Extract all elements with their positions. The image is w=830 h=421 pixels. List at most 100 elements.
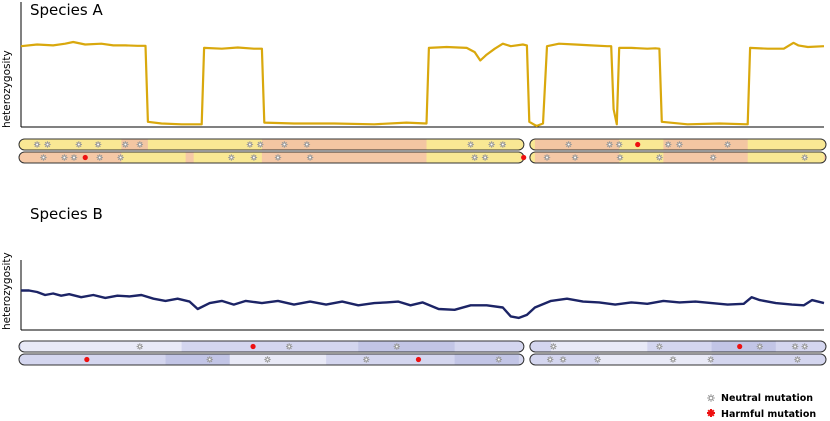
- species-a-haplotype-2-neutral-mutation-1: [61, 154, 68, 161]
- species-b-haplotype-2-segment-3: [599, 354, 712, 365]
- species-a-haplotype-2-harmful-mutation-12: [521, 154, 527, 161]
- species-b-haplotype-2-neutral-mutation-5: [495, 356, 502, 363]
- species-a-haplotype-1-neutral-mutation-5: [136, 141, 143, 148]
- species-a-haplotype-1-segment-3: [663, 139, 748, 150]
- species-a-haplotype-2-neutral-mutation-2: [70, 154, 78, 161]
- species-a-heterozygosity-line: [20, 40, 825, 128]
- species-a-haplotype-2-harmful-mutation-3: [82, 154, 88, 161]
- species-b-haplotype-2-body: [19, 354, 826, 365]
- species-a-haplotype-2-neutral-mutation-14: [571, 154, 579, 161]
- species-a-haplotype-2-neutral-mutation-6: [228, 154, 235, 161]
- species-b-haplotype-2-neutral-mutation-7: [559, 356, 567, 363]
- species-a-haplotype-2-neutral-mutation-15: [616, 154, 624, 161]
- species-b-haplotype-1-segment-0: [21, 341, 182, 352]
- species-a-title: Species A: [30, 1, 103, 19]
- species-b-haplotype-1-neutral-mutation-5: [656, 343, 663, 350]
- species-a-haplotype-1-neutral-mutation-9: [303, 141, 311, 148]
- legend-harmful-label: Harmful mutation: [721, 409, 816, 420]
- legend: Neutral mutation Harmful mutation: [707, 393, 816, 420]
- species-a-haplotype-1-segment-1: [261, 139, 427, 150]
- species-b-haplotype-2-segment-0: [165, 354, 230, 365]
- species-a-haplotype-2-neutral-mutation-0: [40, 154, 47, 161]
- species-a-haplotype-2-neutral-mutation-17: [710, 154, 717, 161]
- species-b-title: Species B: [30, 205, 103, 223]
- species-b-haplotype-2-neutral-mutation-3: [363, 356, 370, 363]
- species-a-haplotype-1-neutral-mutation-14: [606, 141, 613, 148]
- species-b-haplotype-2-segment-1: [229, 354, 327, 365]
- species-a-haplotype-1-neutral-mutation-17: [665, 141, 672, 148]
- species-a-y-axis-label: heterozygosity: [1, 50, 13, 128]
- species-a-haplotype-1-arm-left: [18, 138, 525, 151]
- species-b-panel: Species B heterozygosity: [1, 205, 827, 366]
- neutral-mutation-icon: [707, 394, 715, 402]
- species-b-haplotype-2-neutral-mutation-10: [707, 356, 714, 363]
- species-b-haplotype-1-neutral-mutation-3: [393, 343, 400, 350]
- species-b-haplotype-1-segment-2: [550, 341, 648, 352]
- species-a-haplotype-1-neutral-mutation-2: [75, 141, 82, 148]
- species-a-haplotype-2-segment-4: [747, 152, 824, 163]
- species-a-haplotype-2-neutral-mutation-16: [656, 154, 663, 161]
- species-a-haplotype-1-neutral-mutation-19: [724, 141, 731, 148]
- species-b-chromosomes: [18, 340, 827, 366]
- species-b-haplotype-2-neutral-mutation-9: [669, 356, 677, 363]
- species-a-panel: Species A heterozygosity: [1, 1, 827, 164]
- species-a-haplotype-1-neutral-mutation-18: [676, 141, 683, 148]
- species-a-haplotype-1-neutral-mutation-0: [33, 141, 41, 148]
- species-b-haplotype-2-neutral-mutation-8: [594, 356, 601, 363]
- legend-neutral-label: Neutral mutation: [721, 393, 813, 404]
- species-a-haplotype-2-body: [19, 152, 826, 163]
- species-b-haplotype-1-neutral-mutation-9: [801, 343, 808, 350]
- species-b-haplotype-1-arm-left: [18, 340, 525, 353]
- species-a-haplotype-2-neutral-mutation-4: [96, 154, 103, 161]
- harmful-mutation-marker: [707, 409, 715, 417]
- species-b-haplotype-2-arm-left: [18, 353, 525, 366]
- species-b-haplotype-1-harmful-mutation-1: [250, 343, 256, 350]
- species-a-haplotype-1-neutral-mutation-11: [488, 141, 495, 148]
- species-a-haplotype-2-neutral-mutation-13: [543, 154, 551, 161]
- species-b-haplotype-1-neutral-mutation-7: [756, 343, 763, 350]
- species-b-haplotype-2-neutral-mutation-11: [794, 356, 801, 363]
- species-a-haplotype-1-neutral-mutation-13: [565, 141, 572, 148]
- species-a-haplotype-2-neutral-mutation-5: [117, 154, 124, 161]
- species-b-y-axis-label: heterozygosity: [1, 252, 13, 330]
- species-b-haplotype-2-harmful-mutation-4: [415, 356, 422, 363]
- species-b-haplotype-1-neutral-mutation-0: [136, 343, 143, 350]
- species-a-haplotype-1-neutral-mutation-15: [616, 141, 623, 148]
- species-a-haplotype-2-neutral-mutation-7: [250, 154, 258, 161]
- species-b-haplotype-1-harmful-mutation-6: [737, 343, 743, 350]
- species-a-haplotype-2-segment-1: [193, 152, 262, 163]
- species-b-haplotype-2-harmful-mutation-0: [84, 356, 90, 363]
- species-a-haplotype-1-neutral-mutation-10: [467, 141, 474, 148]
- species-a-haplotype-1-neutral-mutation-4: [122, 141, 129, 148]
- species-a-haplotype-2-neutral-mutation-9: [306, 154, 314, 161]
- harmful-mutation-icon: [707, 409, 715, 417]
- species-b-haplotype-2-neutral-mutation-2: [264, 356, 271, 363]
- species-a-haplotype-2-segment-2: [426, 152, 535, 163]
- species-a-haplotype-2-segment-0: [121, 152, 186, 163]
- species-a-haplotype-1-neutral-mutation-12: [499, 141, 506, 148]
- species-a-haplotype-1-neutral-mutation-6: [246, 141, 254, 148]
- species-b-haplotype-2-arm-right: [529, 353, 827, 366]
- species-a-haplotype-2-neutral-mutation-10: [471, 154, 478, 161]
- species-b-haplotype-1-neutral-mutation-8: [791, 343, 799, 350]
- species-a-haplotype-2-segment-3: [619, 152, 664, 163]
- species-b-haplotype-1-arm-right: [529, 340, 827, 353]
- species-a-haplotype-1-segment-0: [121, 139, 148, 150]
- species-b-haplotype-1-neutral-mutation-4: [550, 343, 557, 350]
- species-b-haplotype-2-neutral-mutation-1: [206, 356, 213, 363]
- species-a-haplotype-2-neutral-mutation-18: [801, 154, 808, 161]
- species-a-chromosomes: [18, 138, 827, 164]
- species-b-haplotype-2-segment-2: [454, 354, 519, 365]
- species-a-haplotype-2-neutral-mutation-11: [481, 154, 489, 161]
- species-b-haplotype-2-neutral-mutation-6: [547, 356, 554, 363]
- species-b-heterozygosity-line: [21, 289, 825, 320]
- species-b-haplotype-1-body: [19, 341, 826, 352]
- species-b-haplotype-1-segment-3: [711, 341, 776, 352]
- species-a-haplotype-2-arm-right: [529, 151, 827, 164]
- species-a-haplotype-1-segment-2: [534, 139, 620, 150]
- species-a-haplotype-1-neutral-mutation-3: [94, 141, 102, 148]
- species-a-haplotype-1-body: [19, 139, 826, 150]
- neutral-mutation-marker: [707, 394, 715, 402]
- species-b-haplotype-1-segment-1: [358, 341, 455, 352]
